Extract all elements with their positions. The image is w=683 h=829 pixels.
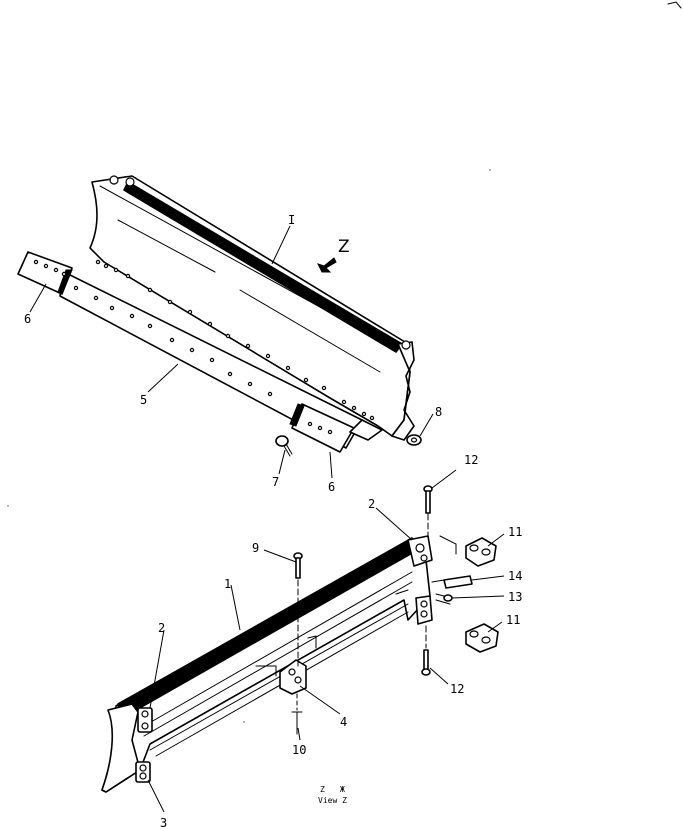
cutting-edge-holes [33, 259, 375, 435]
blade-bottom-brace-left [255, 665, 277, 677]
cap-11-lower-guide [435, 599, 451, 605]
callout-bracket-left: 2 [158, 621, 165, 635]
right-pin-boss [415, 595, 433, 625]
callout-pin-10: 10 [292, 743, 306, 757]
callout-bolt-7: 7 [272, 475, 279, 489]
blade-top-left-lug [109, 175, 119, 185]
view-note-line1: Z [320, 785, 325, 794]
cap-11-upper [465, 537, 497, 567]
cutting-edge-right-tip [349, 419, 383, 441]
bracket-3 [135, 761, 151, 783]
washer-13 [435, 593, 453, 602]
blade-bottom-brace-mid [307, 635, 317, 649]
nut-8 [406, 434, 422, 446]
view-note-mark: Ж [340, 785, 345, 794]
bolt-9 [293, 552, 303, 579]
callout-pin-lower: 12 [450, 682, 464, 696]
blade-right-lug [401, 340, 411, 350]
bracket-right-2 [407, 535, 433, 567]
blade-face-line [117, 219, 216, 273]
center-bracket-4 [279, 659, 307, 695]
blade-bottom-upper-rail [143, 571, 413, 727]
view-indicator-letter: Z [338, 237, 350, 257]
blade-bottom-mid-rail [143, 581, 413, 737]
blade-top-left-lug-2 [125, 177, 135, 187]
callout-washer: 13 [508, 590, 522, 604]
pin-10 [291, 711, 303, 735]
blade-right-end-plate [391, 341, 415, 441]
blade-face-line-2 [239, 289, 381, 373]
bolt-7 [275, 435, 293, 457]
callout-center-bracket: 4 [340, 715, 347, 729]
blade-bottom-brace-right [395, 589, 409, 595]
callout-cap-upper: 11 [508, 525, 522, 539]
callout-blade-bottom: 1 [224, 577, 231, 591]
speck [243, 721, 245, 723]
callout-shim: 14 [508, 569, 522, 583]
callout-cutting-edge: 5 [140, 393, 147, 407]
leader-lines [29, 225, 505, 813]
blade-top-edge-shadow [123, 181, 403, 353]
corner-mark [667, 1, 682, 9]
view-z-arrow [317, 257, 337, 273]
callout-cap-lower: 11 [506, 613, 520, 627]
upper-blade-assembly [17, 175, 422, 457]
shim-14 [443, 575, 473, 589]
bracket-left-2 [137, 707, 153, 733]
pin-12-lower [421, 649, 431, 676]
cap-11-upper-guide [439, 535, 457, 555]
pin-12-upper [423, 485, 433, 514]
blade-bottom-lower-rail [149, 603, 409, 751]
callout-blade-top: I [288, 213, 295, 227]
callout-nut-8: 8 [435, 405, 442, 419]
callout-pin-upper: 12 [464, 453, 478, 467]
lower-blade-assembly [101, 485, 499, 793]
speck [7, 505, 9, 507]
callout-end-bit-left: 6 [24, 312, 31, 326]
end-bit-left-seam [57, 269, 73, 295]
blade-bottom-left-end-plate [101, 703, 141, 793]
end-bit-right-seam [289, 403, 305, 427]
callout-bracket-lower: 3 [160, 816, 167, 829]
speck [489, 169, 491, 171]
view-note-line2: View Z [318, 796, 347, 805]
callout-bolt-9: 9 [252, 541, 259, 555]
callout-end-bit-right: 6 [328, 480, 335, 494]
shim-14-line [431, 579, 445, 583]
callout-bracket-right: 2 [368, 497, 375, 511]
